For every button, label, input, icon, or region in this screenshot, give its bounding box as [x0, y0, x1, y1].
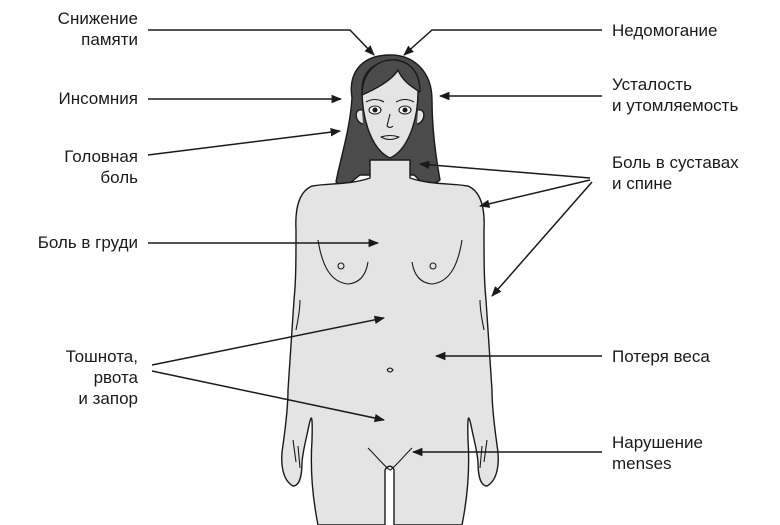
label-weight-loss: Потеря веса	[612, 346, 710, 367]
arrow-joint-1	[420, 164, 590, 178]
label-chest-pain: Боль в груди	[38, 232, 138, 253]
label-memory-decline: Снижение памяти	[58, 8, 138, 50]
label-menses-disorder: Нарушение menses	[612, 432, 703, 474]
female-figure	[282, 55, 499, 525]
label-fatigue: Усталость и утомляемость	[612, 74, 738, 116]
arrow-malaise	[404, 30, 602, 55]
label-insomnia: Инсомния	[58, 88, 138, 109]
label-nausea-vomiting-constipation: Тошнота, рвота и запор	[66, 346, 138, 409]
label-headache: Головная боль	[64, 146, 138, 188]
arrow-memory	[148, 30, 374, 55]
label-malaise: Недомогание	[612, 20, 718, 41]
arrow-headache	[148, 131, 340, 155]
label-joint-back-pain: Боль в суставах и спине	[612, 152, 739, 194]
